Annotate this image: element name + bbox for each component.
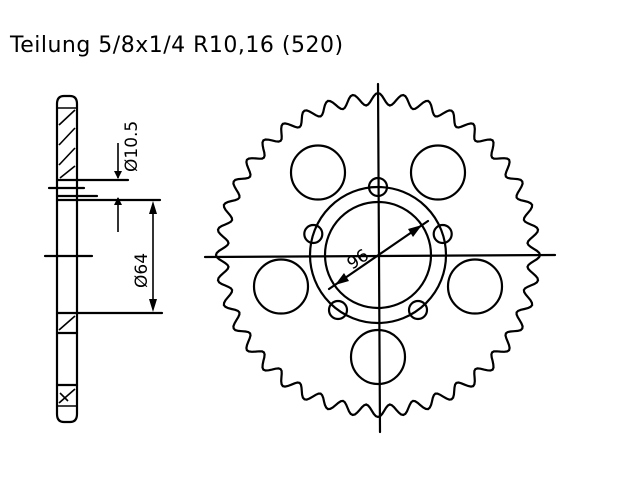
center-bore [323,200,433,310]
dim-center-bore-label: Ø64 [132,253,152,288]
side-view: Ø10.5 Ø64 [43,94,164,424]
lightening-holes [252,144,504,386]
bolt-hole [407,299,429,321]
bolt-circle-ring [308,185,448,325]
bolt-hole [367,176,389,198]
sprocket-teeth-outline [214,91,542,419]
lightening-hole [289,144,347,201]
dim-bolt-circle-label: 96 [344,245,373,274]
bolt-hole [303,223,324,245]
dim-hub-width-label: Ø10.5 [122,121,142,172]
top-hatch [58,109,76,179]
lightening-hole [409,144,467,201]
front-view: 96 [203,82,557,434]
lightening-hole [349,328,407,386]
vertical-centerline [376,82,382,434]
drawing-title: Teilung 5/8x1/4 R10,16 (520) [10,33,344,58]
bolt-hole [432,223,453,245]
bolt-hole [327,299,349,321]
bolt-holes [303,176,453,321]
lightening-hole [446,258,504,315]
side-plate-outline [55,94,79,424]
lightening-hole [252,258,310,315]
